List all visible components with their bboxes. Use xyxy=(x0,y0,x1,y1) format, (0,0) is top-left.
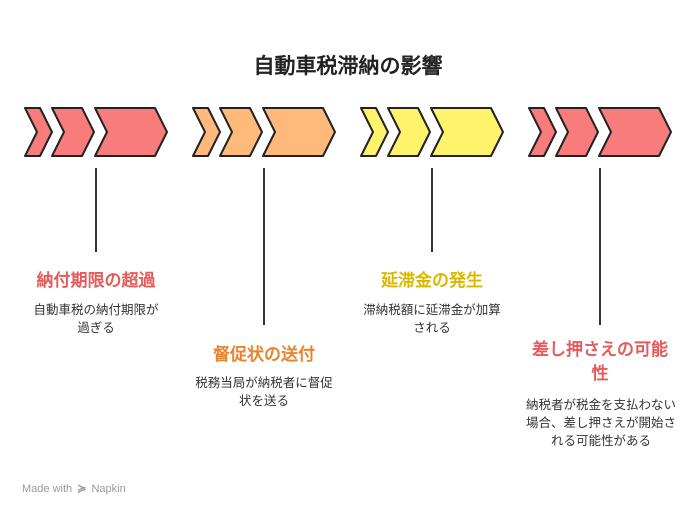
step-1-description: 自動車税の納付期限が過ぎる xyxy=(33,302,159,335)
step-3-title: 延滞金の発生 xyxy=(381,271,483,291)
brand-name: Napkin xyxy=(91,483,126,495)
chevron-medium xyxy=(51,107,95,157)
chevron-small xyxy=(24,107,53,157)
chevron-medium xyxy=(387,107,431,157)
step-4-description: 納税者が税金を支払わない場合、差し押さえが開始される可能性がある xyxy=(526,397,677,448)
chevron-large xyxy=(430,107,504,157)
step-3-description: 滞納税額に延滞金が加算される xyxy=(363,302,501,335)
chevron-small xyxy=(360,107,389,157)
chevron-large xyxy=(262,107,336,157)
chevron-group-3 xyxy=(360,107,504,157)
chevron-group-1 xyxy=(24,107,168,157)
chevron-small xyxy=(192,107,221,157)
step-2-title: 督促状の送付 xyxy=(213,345,315,365)
chevron-group-2 xyxy=(192,107,336,157)
page-title: 自動車税滞納の影響 xyxy=(253,54,443,78)
napkin-logo-icon: ≽ xyxy=(77,483,87,495)
step-1-title: 納付期限の超過 xyxy=(36,271,156,291)
chevron-group-4 xyxy=(528,107,672,157)
chevron-medium xyxy=(555,107,599,157)
chevron-large xyxy=(598,107,672,157)
chevron-small xyxy=(528,107,557,157)
step-2-description: 税務当局が納税者に督促状を送る xyxy=(195,375,333,408)
chevron-large xyxy=(94,107,168,157)
chevron-medium xyxy=(219,107,263,157)
step-4-title: 差し押さえの可能性 xyxy=(532,340,668,384)
footer-attribution: Made with ≽ Napkin xyxy=(22,482,126,495)
made-with-label: Made with xyxy=(22,483,73,495)
